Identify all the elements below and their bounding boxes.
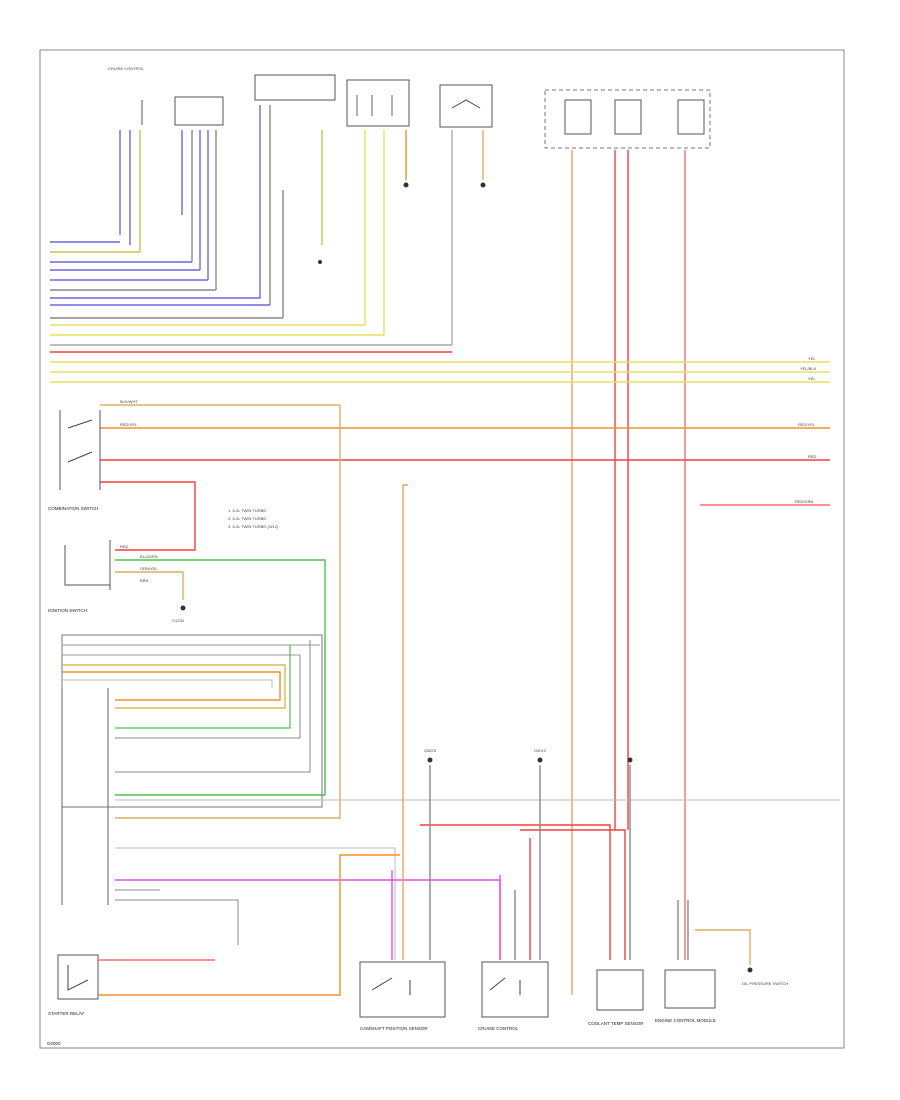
label-yel-1: YEL (808, 356, 816, 361)
ground-label-1: G1234 (172, 618, 185, 623)
wire-group-top (50, 105, 686, 995)
label-yel-2: YEL (808, 376, 816, 381)
label-brn: BRN (140, 578, 149, 583)
ignition-switch: IGNITION SWITCH (48, 540, 111, 613)
note-2: 2. 6.0L TWIN TURBO (228, 516, 266, 521)
ground-g1: G1234 (172, 605, 186, 623)
top-left-label: CRUISE CONTROL (108, 66, 145, 71)
label-red-grn: RED/GRN (795, 499, 814, 504)
lower-components: G5678 G9012 CAMSHAFT POSITION SENSOR (359, 484, 788, 1031)
mid-grounds: G5678 G9012 (424, 748, 633, 763)
notes-block: 1. 6.0L TWIN TURBO 2. 6.0L TWIN TURBO 3.… (228, 508, 279, 529)
oil-pressure-switch: OIL PRESSURE SWITCH (742, 967, 788, 986)
ground-label-2: G5678 (424, 748, 437, 753)
combination-switch: COMBINATION SWITCH (48, 410, 101, 511)
relay-box-c (346, 79, 410, 127)
starter-relay-label: STARTER RELAY (48, 1011, 84, 1016)
cruise-control: CRUISE CONTROL (478, 961, 549, 1031)
ecm-label: ENGINE CONTROL MODULE (655, 1018, 716, 1023)
footer-code: G0000 (47, 1041, 61, 1046)
top-components: CRUISE CONTROL (108, 66, 711, 264)
cruise-control-label: CRUISE CONTROL (478, 1026, 519, 1031)
module-box-a (174, 96, 224, 126)
starter-relay: STARTER RELAY (48, 854, 400, 1016)
label-blk-wht: BLK/WHT (120, 399, 138, 404)
left-components: COMBINATION SWITCH 1. 6.0L TWIN TURBO 2.… (48, 410, 840, 1016)
module-box-b (254, 74, 336, 101)
label-blu-grn: BLU/GRN (140, 554, 158, 559)
fuse-box-e (544, 89, 711, 149)
ignition-switch-label: IGNITION SWITCH (48, 608, 87, 613)
label-yel-blk: YEL/BLK (800, 366, 817, 371)
coolant-sensor-label: COOLANT TEMP SENSOR (588, 1021, 644, 1026)
switch-box-d (439, 84, 493, 128)
camshaft-sensor-label: CAMSHAFT POSITION SENSOR (360, 1026, 428, 1031)
ecm-module: ENGINE CONTROL MODULE (655, 969, 716, 1023)
wire-labels: YEL YEL/BLK YEL RED/YEL RED RED/GRN BLK/… (120, 356, 817, 583)
note-1: 1. 6.0L TWIN TURBO (228, 508, 266, 513)
top-grounds (318, 182, 486, 264)
camshaft-sensor: CAMSHAFT POSITION SENSOR (359, 961, 446, 1031)
label-red-left: RED (120, 544, 129, 549)
connector-block (61, 634, 840, 960)
note-3: 3. 6.0L TWIN TURBO (W12) (228, 524, 279, 529)
label-red-yel: RED/YEL (798, 422, 816, 427)
ground-label-3: G9012 (534, 748, 547, 753)
label-grn-yel: GRN/YEL (140, 566, 158, 571)
coolant-sensor: COOLANT TEMP SENSOR (588, 969, 644, 1026)
label-red-yel-left: RED/YEL (120, 422, 138, 427)
component-top-left: CRUISE CONTROL (108, 66, 145, 125)
diagram-frame (39, 49, 845, 1049)
combination-switch-label: COMBINATION SWITCH (48, 506, 98, 511)
bundle-wires-lower (391, 484, 751, 965)
label-red: RED (808, 454, 817, 459)
wire-group-horizontal (50, 241, 830, 819)
oil-pressure-label: OIL PRESSURE SWITCH (742, 981, 788, 986)
